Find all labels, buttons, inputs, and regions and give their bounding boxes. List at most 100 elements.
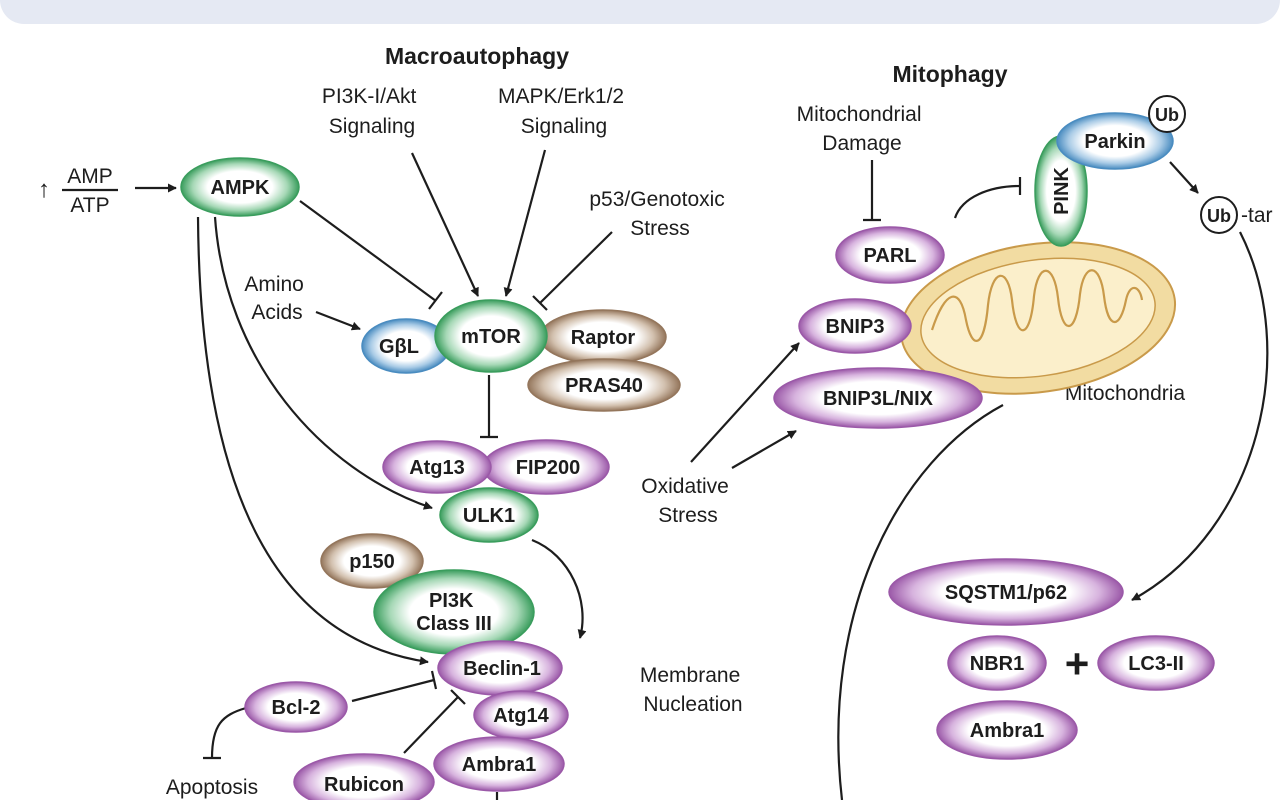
parkin-label: Parkin (1084, 131, 1145, 153)
ub-parkin-icon: Ub (1148, 95, 1186, 133)
beclin1-node: Beclin-1 (437, 640, 563, 696)
membrane-line1: Membrane (640, 664, 740, 687)
sqstm1-node: SQSTM1/p62 (888, 558, 1124, 626)
lc3-node: LC3-II (1097, 635, 1215, 691)
parkin-node: Parkin (1056, 112, 1174, 170)
lc3-label: LC3-II (1128, 653, 1184, 675)
arrow-ampk-ulk1 (213, 216, 433, 510)
p53-stress-label: p53/Genotoxic Stress (589, 188, 730, 240)
arrow-ulk1-beclin (531, 538, 587, 639)
bnip3-node: BNIP3 (798, 298, 912, 354)
ub-parkin-label: Ub (1155, 105, 1179, 125)
pi3k-line1: PI3K (429, 590, 474, 612)
arrow-amino-gbl (315, 310, 361, 331)
arrow-pi3k-mtor (411, 152, 479, 297)
rubicon-node: Rubicon (293, 753, 435, 800)
ulk1-node: ULK1 (439, 487, 539, 543)
mapk-erk-line1: MAPK/Erk1/2 (498, 85, 624, 108)
inhibit-bcl2-apoptosis (210, 706, 247, 759)
atp-label: ATP (70, 194, 109, 217)
fip200-label: FIP200 (516, 457, 580, 479)
nbr1-label: NBR1 (970, 653, 1024, 675)
arrow-oxidative-bnip3l (731, 430, 797, 469)
mtor-label: mTOR (461, 326, 521, 348)
bnip3-label: BNIP3 (826, 316, 885, 338)
mitochondria-membrane-curve (837, 404, 1004, 800)
mapk-erk-label: MAPK/Erk1/2 Signaling (498, 85, 630, 138)
mitochondrial-damage-label: Mitochondrial Damage (797, 103, 928, 155)
top-band (0, 0, 1280, 24)
raptor-label: Raptor (571, 327, 636, 349)
oxidative-line1: Oxidative (641, 475, 729, 498)
inhibit-parl-pink (953, 184, 1021, 219)
p150-label: p150 (349, 551, 395, 573)
raptor-node: Raptor (539, 309, 667, 365)
macroautophagy-title: Macroautophagy (385, 43, 569, 69)
inhibit-p53-mtor-bar (532, 295, 548, 311)
damage-line1: Mitochondrial (797, 103, 922, 126)
atg14-node: Atg14 (473, 690, 569, 740)
arrow-oxidative-bnip3 (690, 342, 800, 463)
atg14-label: Atg14 (493, 705, 549, 727)
mapk-erk-line2: Signaling (521, 115, 607, 138)
amino-line1: Amino (244, 273, 304, 296)
ub-target-suffix: -tar (1241, 204, 1273, 227)
gbl-label: GβL (379, 336, 419, 358)
gbl-node: GβL (361, 318, 451, 374)
pi3k-akt-label: PI3K-I/Akt Signaling (322, 85, 422, 138)
inhibit-ampk-mtor-bar (428, 291, 443, 310)
parl-label: PARL (864, 245, 917, 267)
bcl2-label: Bcl-2 (272, 697, 321, 719)
bcl2-node: Bcl-2 (244, 681, 348, 733)
beclin1-label: Beclin-1 (463, 658, 541, 680)
ambra1-left-label: Ambra1 (462, 754, 536, 776)
pi3k-akt-line2: Signaling (329, 115, 415, 138)
membrane-nucleation-label: Membrane Nucleation (640, 664, 746, 716)
inhibit-p53-mtor (539, 231, 613, 304)
ulk1-label: ULK1 (463, 505, 515, 527)
damage-line2: Damage (822, 132, 901, 155)
pi3k-akt-line1: PI3K-I/Akt (322, 85, 417, 108)
bnip3l-nix-node: BNIP3L/NIX (773, 367, 983, 429)
mtor-node: mTOR (434, 299, 548, 373)
mitochondria-label: Mitochondria (1065, 382, 1186, 405)
atg13-node: Atg13 (382, 440, 492, 494)
arrow-ampk-beclin (196, 216, 429, 666)
p53-line2: Stress (630, 217, 690, 240)
pras40-label: PRAS40 (565, 375, 643, 397)
ampk-node: AMPK (180, 157, 300, 217)
mitophagy-title: Mitophagy (893, 61, 1008, 87)
arrow-ub-sqstm1 (1131, 231, 1269, 601)
apoptosis-label: Apoptosis (166, 776, 258, 799)
pi3k-line2: Class III (416, 613, 492, 635)
inhibit-ampk-mtor (299, 200, 437, 302)
ambra1-right-label: Ambra1 (970, 720, 1044, 742)
p53-line1: p53/Genotoxic (589, 188, 724, 211)
membrane-line2: Nucleation (643, 693, 742, 716)
pi3k-class3-label: PI3K Class III (416, 590, 492, 635)
rubicon-label: Rubicon (324, 774, 404, 796)
amino-line2: Acids (251, 301, 302, 324)
ambra1-right-node: Ambra1 (936, 700, 1078, 760)
inhibit-bcl2-beclin (351, 678, 435, 703)
inhibit-rubicon-beclin-bar (450, 689, 466, 705)
ub-target-icon: Ub (1200, 196, 1238, 234)
inhibit-rubicon-beclin (403, 696, 459, 754)
p150-node: p150 (320, 533, 424, 589)
ambra1-left-node: Ambra1 (433, 736, 565, 792)
plus-sign: + (1065, 640, 1090, 687)
ub-target-label: Ub (1207, 206, 1231, 226)
mitochondrion-icon (899, 241, 1177, 395)
pras40-node: PRAS40 (527, 358, 681, 412)
amp-label: AMP (67, 165, 113, 188)
oxidative-line2: Stress (658, 504, 718, 527)
pi3k-class3-node: PI3K Class III (373, 569, 535, 655)
bnip3l-nix-label: BNIP3L/NIX (823, 388, 934, 410)
pink-node: PINK (1034, 135, 1088, 247)
pink-label: PINK (1051, 167, 1073, 215)
arrow-mapk-mtor (503, 149, 547, 297)
ampk-label: AMPK (211, 177, 270, 199)
nbr1-node: NBR1 (947, 635, 1047, 691)
arrow-parkin-ub (1169, 161, 1199, 194)
